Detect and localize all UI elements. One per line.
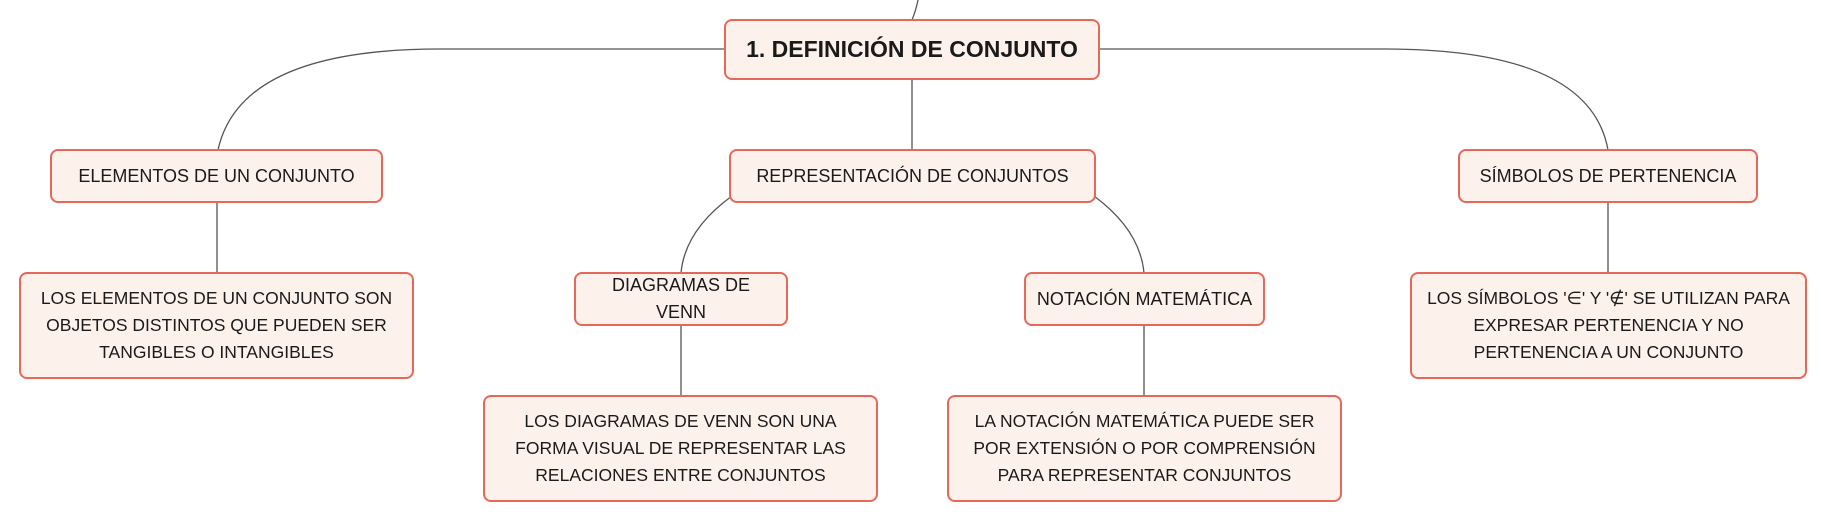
venn-detail-text: LOS DIAGRAMAS DE VENN SON UNA FORMA VISU…	[515, 411, 846, 485]
venn-node-label: DIAGRAMAS DE VENN	[611, 275, 751, 322]
connector-root-to-elements	[217, 48, 724, 151]
connector-parent-to-root	[911, 0, 919, 21]
venn-detail-node[interactable]: LOS DIAGRAMAS DE VENN SON UNA FORMA VISU…	[483, 395, 878, 502]
symbols-node[interactable]: SÍMBOLOS DE PERTENENCIA	[1458, 149, 1758, 203]
representation-node-label: REPRESENTACIÓN DE CONJUNTOS	[756, 165, 1069, 186]
root-node[interactable]: 1. DEFINICIÓN DE CONJUNTO	[724, 19, 1100, 80]
representation-node[interactable]: REPRESENTACIÓN DE CONJUNTOS	[729, 149, 1096, 203]
root-node-label: 1. DEFINICIÓN DE CONJUNTO	[746, 36, 1078, 62]
elements-detail-node[interactable]: LOS ELEMENTOS DE UN CONJUNTO SON OBJETOS…	[19, 272, 414, 379]
connector-representation-to-venn	[680, 195, 733, 274]
notation-detail-node[interactable]: LA NOTACIÓN MATEMÁTICA PUEDE SER POR EXT…	[947, 395, 1342, 502]
connector-representation-to-notation	[1093, 195, 1145, 274]
symbols-node-label: SÍMBOLOS DE PERTENENCIA	[1479, 165, 1737, 186]
connector-root-to-symbols	[1100, 48, 1609, 151]
symbols-detail-text: LOS SÍMBOLOS '∈' Y '∉' SE UTILIZAN PARA …	[1427, 288, 1790, 362]
symbols-detail-node[interactable]: LOS SÍMBOLOS '∈' Y '∉' SE UTILIZAN PARA …	[1410, 272, 1807, 379]
elements-detail-text: LOS ELEMENTOS DE UN CONJUNTO SON OBJETOS…	[40, 288, 393, 362]
elements-node[interactable]: ELEMENTOS DE UN CONJUNTO	[50, 149, 383, 203]
notation-node[interactable]: NOTACIÓN MATEMÁTICA	[1024, 272, 1265, 326]
venn-node[interactable]: DIAGRAMAS DE VENN	[574, 272, 788, 326]
notation-node-label: NOTACIÓN MATEMÁTICA	[1036, 288, 1253, 309]
notation-detail-text: LA NOTACIÓN MATEMÁTICA PUEDE SER POR EXT…	[973, 411, 1316, 485]
elements-node-label: ELEMENTOS DE UN CONJUNTO	[78, 165, 355, 186]
